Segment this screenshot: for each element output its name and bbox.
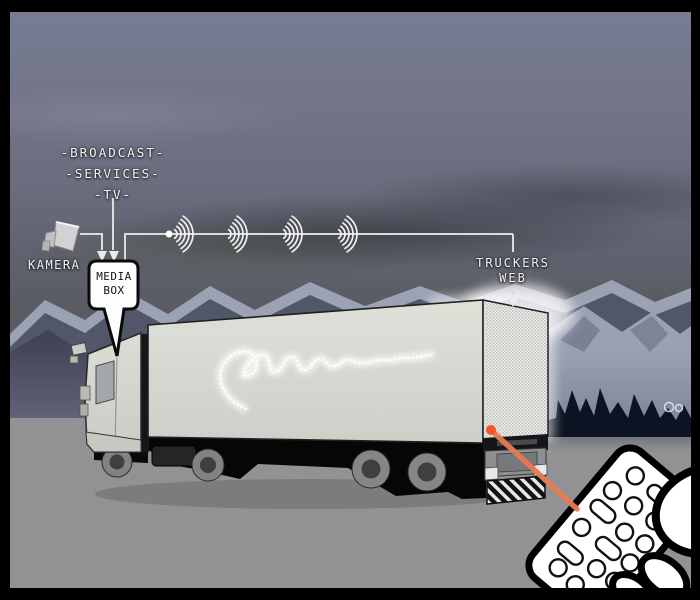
services-line: -SERVICES- <box>65 166 161 181</box>
cab-window <box>95 360 115 405</box>
camera-to-box-line <box>80 233 103 250</box>
side-mirror <box>70 342 88 356</box>
remote-button <box>602 480 623 501</box>
down-arrow-icon <box>109 251 119 262</box>
remote-button <box>586 558 607 579</box>
broadcast-services-tv-label: -BROADCAST- -SERVICES- -TV- <box>23 142 203 205</box>
truckers-web-label: TRUCKERS WEB <box>476 256 550 285</box>
hazard-stripe-panel <box>486 475 546 505</box>
remote-button <box>594 535 622 562</box>
trailer-rear-screen <box>482 299 549 442</box>
broadcast-line: -BROADCAST- <box>60 145 166 160</box>
remote-button <box>571 517 592 538</box>
remote-button <box>565 575 585 588</box>
tv-line: -TV- <box>93 187 133 202</box>
trailer-side <box>147 299 484 444</box>
remote-button <box>625 466 646 486</box>
tree-line <box>546 388 691 452</box>
truck-wheels <box>101 446 447 492</box>
laser-beam <box>489 428 580 512</box>
down-arrow-icon <box>97 251 107 262</box>
remote-button <box>548 558 568 578</box>
truck-chassis <box>148 430 486 499</box>
remote-button <box>556 540 584 566</box>
trailer-rear-details <box>483 434 548 505</box>
truck-illustration <box>69 299 549 509</box>
line-junction-dot <box>165 230 173 238</box>
down-arrow-icon <box>506 295 520 307</box>
remote-button <box>623 496 644 516</box>
box-to-waves-line <box>124 233 169 261</box>
glowing-signature-logo <box>216 347 435 413</box>
surveillance-camera-icon <box>41 221 80 252</box>
hand-holding-remote <box>609 466 691 588</box>
truck-cab <box>69 331 142 453</box>
laser-beam-dot <box>486 425 496 435</box>
remote-button <box>614 522 635 542</box>
scene-graphics <box>10 198 691 588</box>
photo-scene: -BROADCAST- -SERVICES- -TV- KAMERA MEDIA… <box>10 12 691 588</box>
camera-label: KAMERA <box>28 258 81 272</box>
remote-button <box>635 534 655 554</box>
media-box-label: MEDIA BOX <box>96 270 132 297</box>
remote-button <box>589 498 617 525</box>
speech-bubble-media-box <box>87 259 140 357</box>
remote-button <box>620 553 640 573</box>
arrowheads <box>97 251 520 307</box>
